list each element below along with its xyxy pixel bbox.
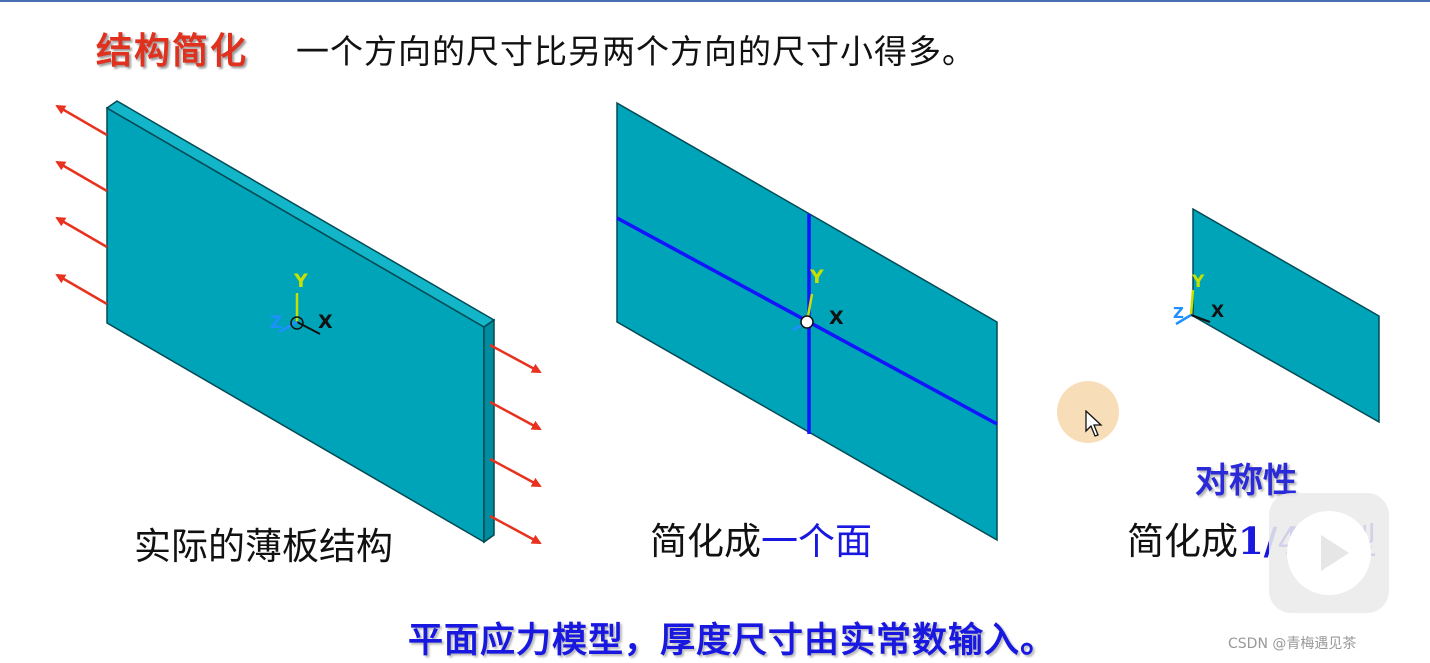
caption-highlight: 一个面 xyxy=(761,520,872,563)
force-arrow-icon xyxy=(489,400,542,431)
symmetry-label: 对称性 xyxy=(1195,461,1297,501)
caption-one-face: 简化成一个面 xyxy=(650,511,872,565)
one-face-figure: Y X xyxy=(616,101,998,542)
top-rule xyxy=(0,0,1430,2)
axis-x-label: X xyxy=(318,311,333,333)
quarter-plane xyxy=(1192,207,1380,424)
force-arrow-icon xyxy=(55,104,108,137)
heading-description: 一个方向的尺寸比另两个方向的尺寸小得多。 xyxy=(296,32,977,71)
watermark: CSDN @青梅遇见茶 xyxy=(1228,636,1357,652)
force-arrow-icon xyxy=(489,514,542,545)
axis-y-label: Y xyxy=(809,266,824,288)
left-force-arrows xyxy=(55,104,108,306)
axis-z-label: Z xyxy=(1173,304,1184,322)
force-arrow-icon xyxy=(55,216,108,249)
video-play-button[interactable] xyxy=(1269,493,1389,613)
bottom-note: 平面应力模型，厚度尺寸由实常数输入。 xyxy=(408,621,1057,661)
plate-face xyxy=(106,106,485,544)
axis-x-label: X xyxy=(1211,302,1224,322)
plate-side-edge xyxy=(483,318,495,544)
axis-z-label: Z xyxy=(270,313,282,333)
force-arrow-icon xyxy=(489,457,542,488)
caption-thin-plate: 实际的薄板结构 xyxy=(134,525,393,568)
mouse-cursor-icon xyxy=(1085,410,1103,437)
force-arrow-icon xyxy=(55,160,108,193)
caption-prefix: 简化成 xyxy=(650,520,761,563)
heading-tag: 结构简化 xyxy=(96,31,249,72)
quarter-model-figure: Y X Z xyxy=(1173,207,1380,424)
axis-triad-icon: Y X Z xyxy=(1173,272,1224,326)
force-arrow-icon xyxy=(489,343,542,374)
caption-prefix: 简化成 xyxy=(1127,520,1238,563)
axis-y-label: Y xyxy=(1191,272,1205,292)
axis-triad-icon: Y X Z xyxy=(270,270,333,335)
force-arrow-icon xyxy=(55,273,108,306)
play-icon xyxy=(1321,535,1349,571)
thin-plate-figure: Y X Z xyxy=(55,100,542,545)
right-force-arrows xyxy=(489,343,542,545)
axis-y-label: Y xyxy=(293,270,308,292)
axis-triad-icon: Y X xyxy=(792,266,844,332)
axis-x-label: X xyxy=(829,307,844,329)
page-heading: 结构简化 一个方向的尺寸比另两个方向的尺寸小得多。 xyxy=(96,22,976,74)
